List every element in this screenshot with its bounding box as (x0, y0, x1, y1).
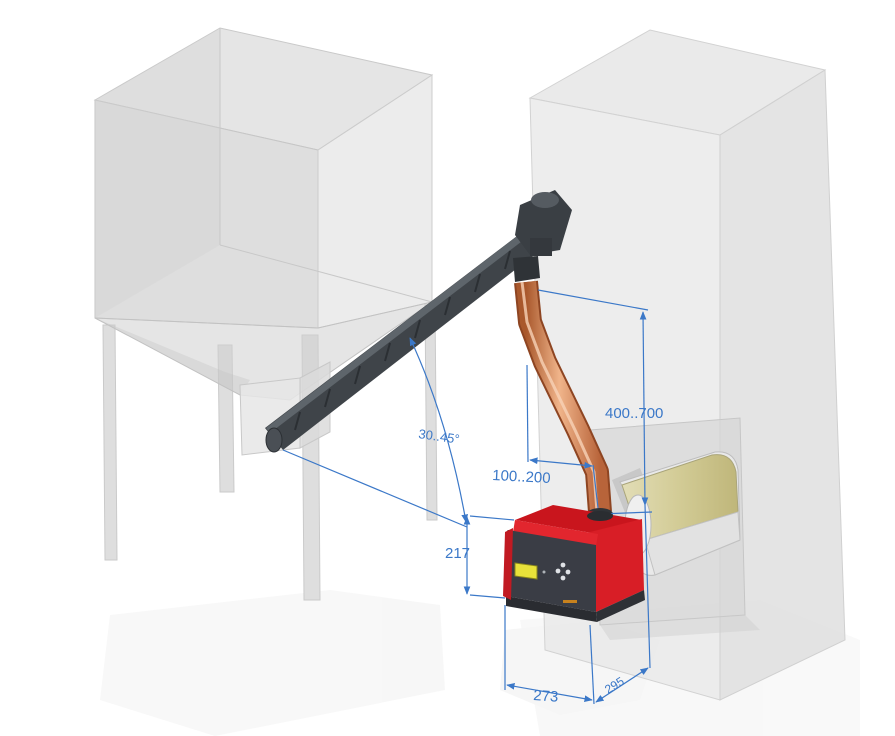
burner-display (514, 562, 538, 580)
burner (503, 505, 645, 622)
auger-motor (513, 190, 572, 282)
burner-control-buttons (555, 562, 571, 581)
dimension-lines (282, 289, 653, 705)
dimension-burner-height: 217 (445, 545, 470, 562)
auger (265, 190, 572, 453)
burner-side (590, 519, 644, 612)
dimension-auger-angle: 30..45° (418, 426, 461, 447)
dimension-pipe-offset: 100..200 (492, 467, 551, 487)
pellet-hopper (93, 27, 438, 601)
auger-flight-marks (294, 250, 511, 431)
burner-logo-plate (563, 600, 577, 603)
burner-top (515, 505, 642, 534)
boiler-door (612, 451, 741, 576)
auger-tube (265, 220, 556, 450)
dimension-burner-width: 273 (533, 687, 559, 706)
hopper-funnel (94, 301, 433, 401)
burner-front (506, 530, 596, 612)
dimension-pipe-height: 400..700 (605, 405, 663, 422)
auger-inlet-end (265, 427, 283, 453)
